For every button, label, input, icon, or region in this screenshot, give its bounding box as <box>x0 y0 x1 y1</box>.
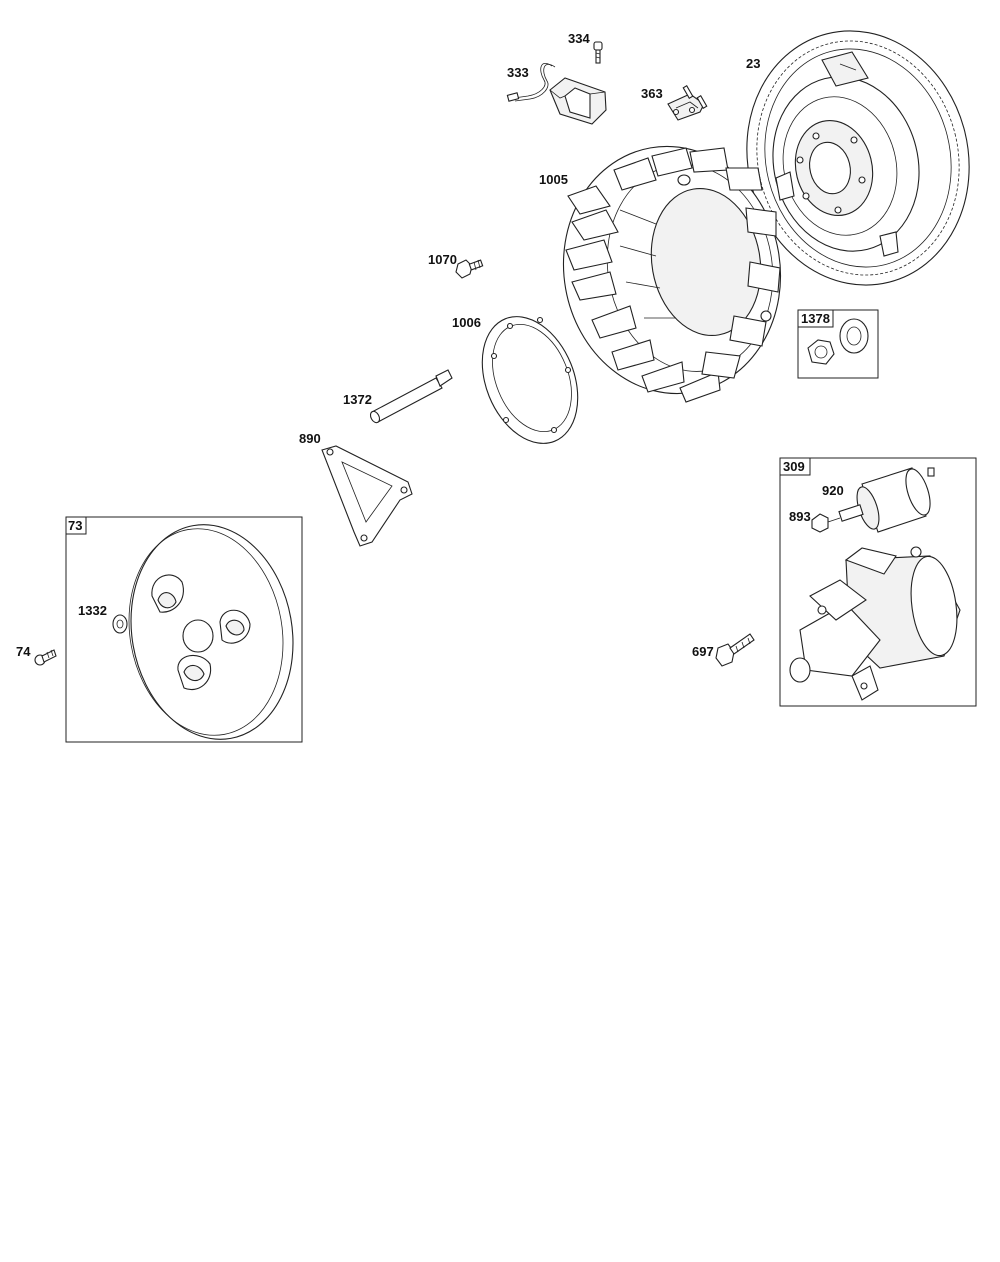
box-73: 73 1332 <box>65 516 303 743</box>
callout-697: 697 <box>692 644 714 659</box>
starter-motor-icon <box>789 546 961 701</box>
flywheel-23-icon <box>746 30 970 286</box>
screw-74-icon <box>34 649 57 666</box>
callout-23: 23 <box>746 56 760 71</box>
blower-fan-1005-icon <box>562 145 782 403</box>
bolt-697-icon <box>715 633 755 667</box>
callout-890: 890 <box>299 431 321 446</box>
callout-1006: 1006 <box>452 315 481 330</box>
ignition-coil-333-icon <box>506 63 607 125</box>
callout-363: 363 <box>641 86 663 101</box>
cover-plate-icon <box>128 524 294 740</box>
spacer-1372-icon <box>369 369 453 424</box>
box-309: 309 920 893 <box>779 457 977 707</box>
callout-893: 893 <box>789 509 811 524</box>
bolt-1070-icon <box>455 259 484 279</box>
solenoid-920-icon <box>838 467 935 533</box>
nut-icon <box>807 339 835 365</box>
callout-1005: 1005 <box>539 172 568 187</box>
box-label-73: 73 <box>68 518 82 533</box>
washer-1332-icon <box>112 614 128 634</box>
bracket-363-icon <box>667 85 708 121</box>
box-label-309: 309 <box>783 459 805 474</box>
callout-74: 74 <box>16 644 31 659</box>
callout-1070: 1070 <box>428 252 457 267</box>
gasket-1006-icon <box>481 316 579 444</box>
nut-893-icon <box>811 513 841 533</box>
washer-icon <box>839 318 869 354</box>
callout-920: 920 <box>822 483 844 498</box>
callout-1372: 1372 <box>343 392 372 407</box>
callout-333: 333 <box>507 65 529 80</box>
callout-334: 334 <box>568 31 590 46</box>
bracket-890-icon <box>321 445 413 547</box>
callout-1332: 1332 <box>78 603 107 618</box>
box-label-1378: 1378 <box>801 311 830 326</box>
box-1378: 1378 <box>797 309 879 379</box>
screw-334-icon <box>593 41 603 64</box>
